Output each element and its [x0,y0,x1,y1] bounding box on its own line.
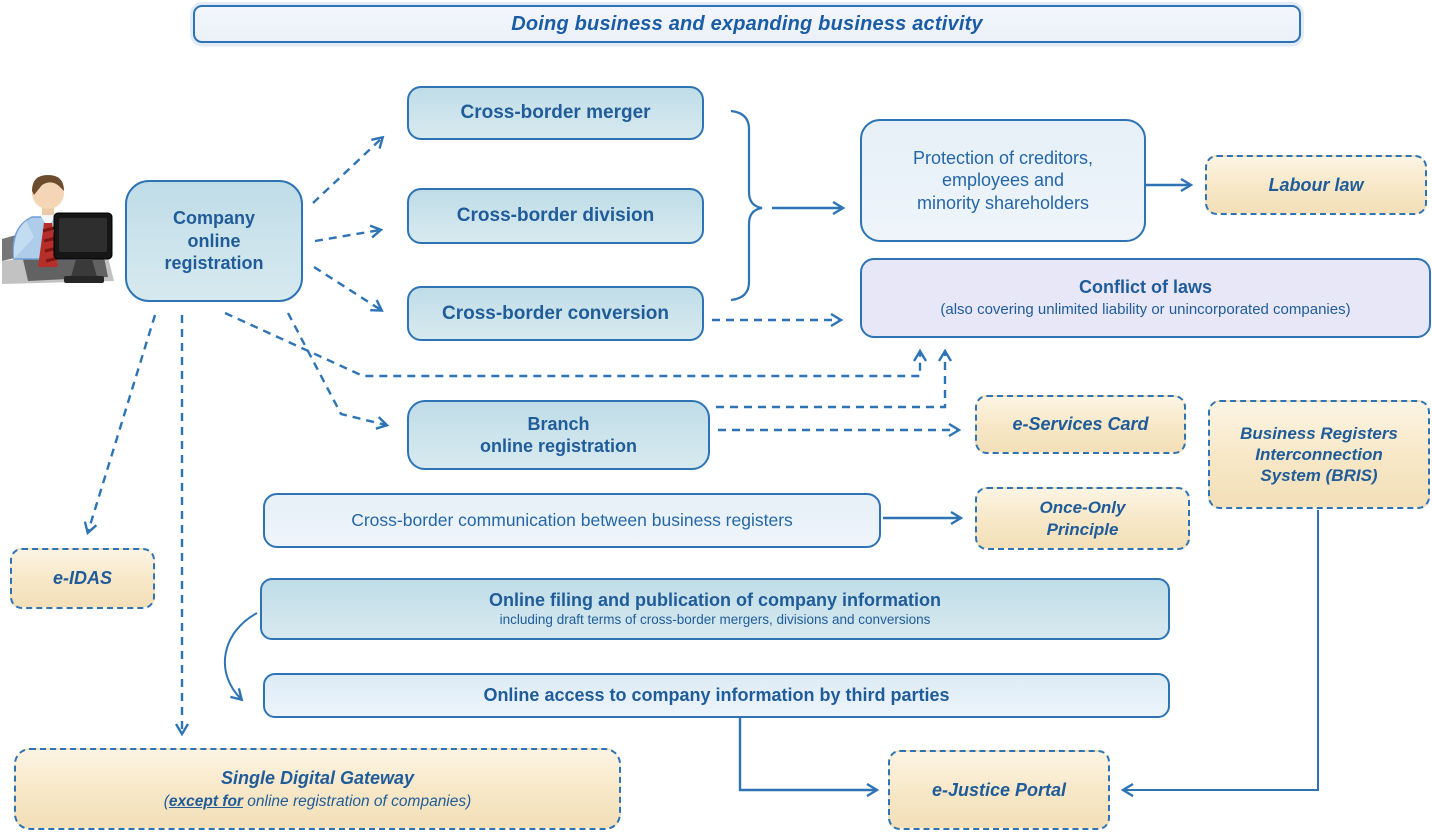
node-labour-label: Labour law [1268,174,1364,195]
node-cross-border-merger: Cross-border merger [407,86,704,140]
node-protection-of-stakeholders: Protection of creditors, employees and m… [860,119,1146,242]
arrow-company-to-conversion [313,265,381,310]
node-company-label: Company online registration [164,208,264,274]
node-sdg-sub-prefix: ( [163,792,169,810]
node-commreg-label: Cross-border communication between busin… [351,509,793,530]
node-company-online-registration: Company online registration [125,180,303,302]
arrow-company-to-division [314,230,380,243]
node-onceonly-label: Once-Only Principle [1039,498,1126,539]
arrow-filing-to-access-curved [224,612,258,699]
node-e-justice-portal: e-Justice Portal [888,750,1110,830]
node-conflict-title: Conflict of laws [1078,277,1212,298]
diagram-title-label: Doing business and expanding business ac… [511,12,983,35]
node-bris-label: Business Registers Interconnection Syste… [1240,423,1398,486]
node-filing-subtitle: including draft terms of cross-border me… [499,612,931,628]
node-conflict-subtitle: (also covering unlimited liability or un… [940,300,1351,318]
arrow-company-to-eidas [88,314,157,532]
node-merger-label: Cross-border merger [460,102,651,124]
businessman-at-computer-icon [2,175,114,284]
node-bris: Business Registers Interconnection Syste… [1208,400,1430,509]
arrow-branch-to-conflict [716,352,945,409]
node-eidas-label: e-IDAS [52,568,112,589]
node-sdg-sub-emph: except for [168,792,243,810]
node-branch-label: Branch online registration [479,413,638,457]
bracket-cross-border-boxes [730,109,763,302]
node-sdg-subtitle: (except for online registration of compa… [164,792,472,811]
arrow-company-to-branch [286,312,386,425]
node-division-label: Cross-border division [456,205,655,227]
node-sdg-sub-rest: online registration of companies) [242,792,472,810]
node-e-idas: e-IDAS [10,548,155,609]
node-online-access: Online access to company information by … [263,673,1170,718]
node-conversion-label: Cross-border conversion [442,302,669,324]
diagram-title: Doing business and expanding business ac… [193,5,1301,43]
node-e-services-card: e-Services Card [975,395,1186,454]
node-branch-online-registration: Branch online registration [407,400,710,470]
node-online-filing: Online filing and publication of company… [260,578,1170,640]
node-once-only-principle: Once-Only Principle [975,487,1190,550]
node-cross-border-communication: Cross-border communication between busin… [263,493,881,548]
node-filing-title: Online filing and publication of company… [489,589,941,610]
node-access-label: Online access to company information by … [483,685,950,706]
arrow-company-to-merger [312,138,382,204]
node-protection-label: Protection of creditors, employees and m… [912,147,1094,213]
node-cross-border-division: Cross-border division [407,188,704,244]
arrow-access-to-ejustice [738,718,876,790]
node-eservices-label: e-Services Card [1012,414,1149,435]
node-sdg-title: Single Digital Gateway [220,768,415,789]
node-conflict-of-laws: Conflict of laws (also covering unlimite… [860,258,1431,338]
node-ejustice-label: e-Justice Portal [931,779,1067,800]
node-labour-law: Labour law [1205,155,1427,215]
node-single-digital-gateway: Single Digital Gateway (except for onlin… [14,748,621,830]
node-cross-border-conversion: Cross-border conversion [407,286,704,341]
arrow-bris-to-ejustice [1124,510,1319,790]
